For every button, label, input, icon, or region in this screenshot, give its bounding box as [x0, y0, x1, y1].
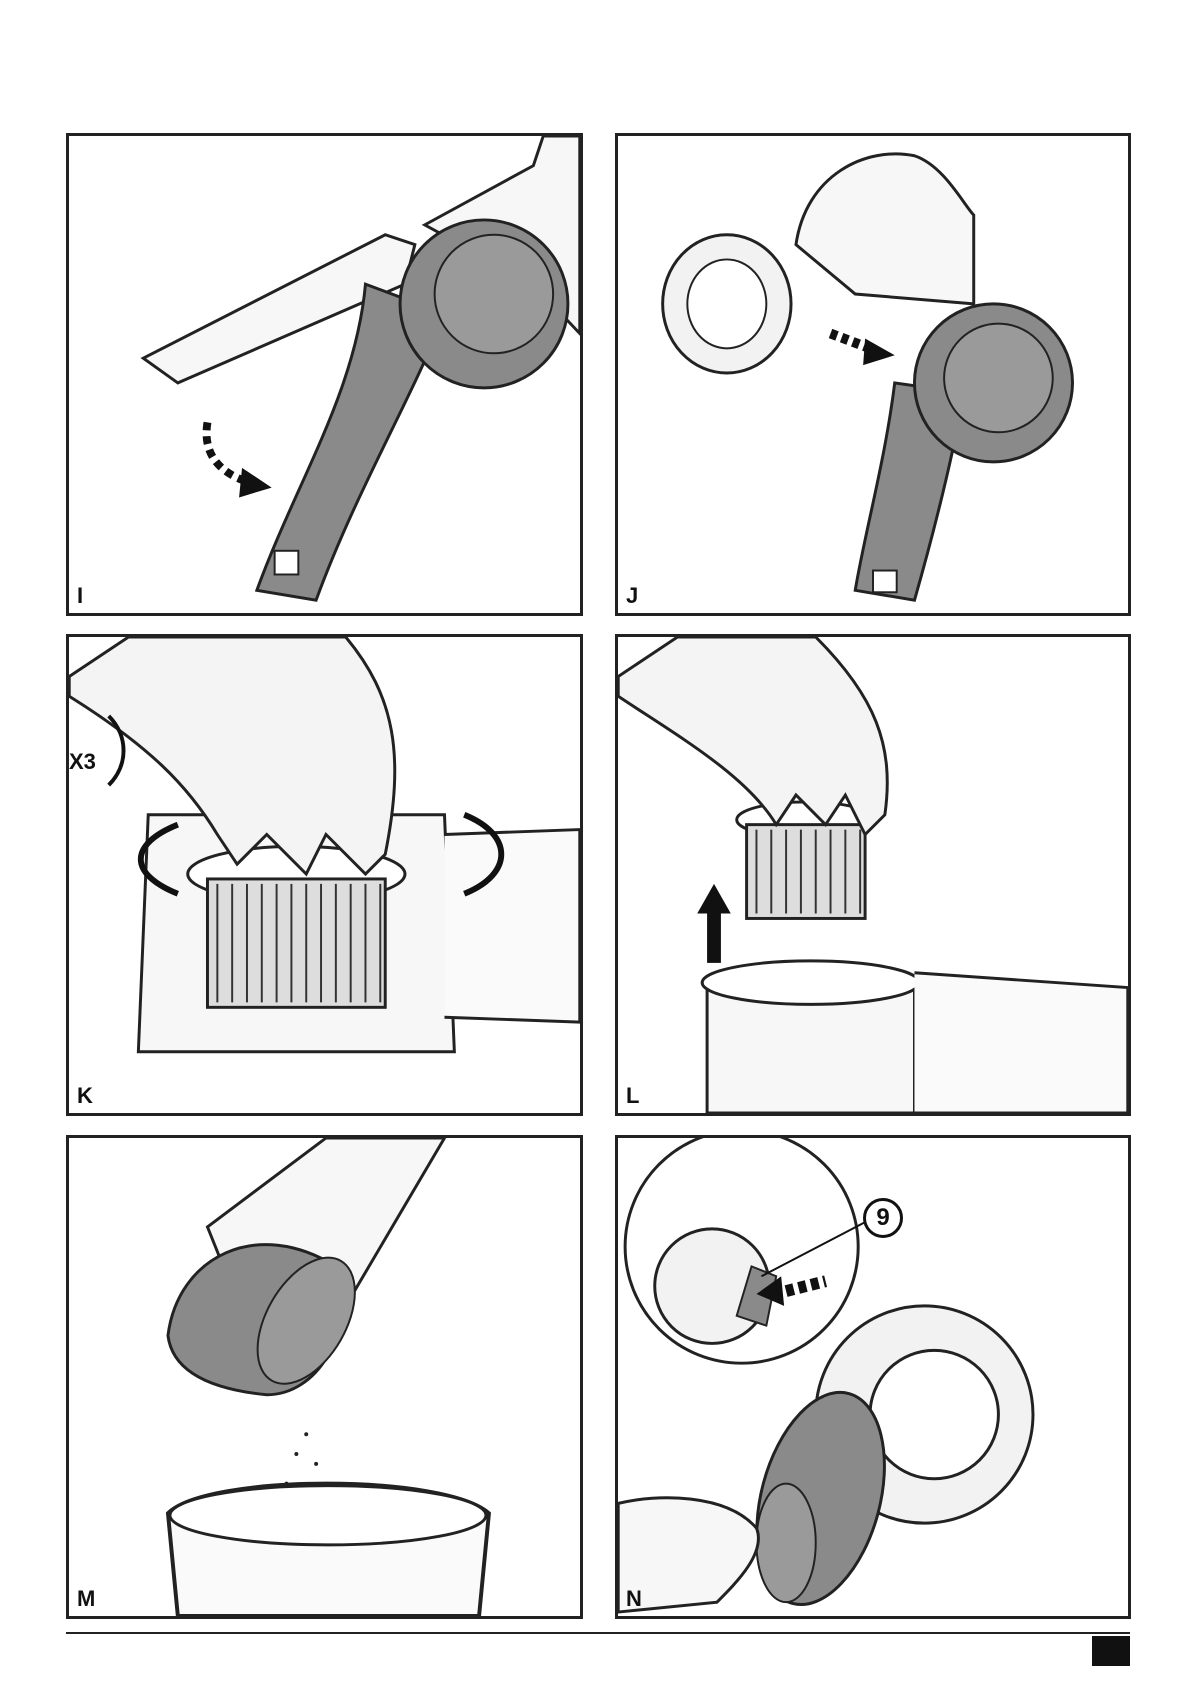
illustration-bowl-removal	[618, 136, 1128, 613]
panel-label: I	[77, 583, 83, 609]
callout-number: 9	[863, 1198, 903, 1238]
repeat-count: X3	[69, 749, 96, 775]
panel-label: K	[77, 1083, 93, 1109]
page-marker	[1092, 1636, 1130, 1666]
panel-m: M	[66, 1135, 583, 1619]
illustration-filter-lift	[618, 637, 1128, 1113]
footer-rule	[66, 1632, 1130, 1634]
panel-k: X3 K	[66, 634, 583, 1116]
panel-j: J	[615, 133, 1131, 616]
panel-i: I	[66, 133, 583, 616]
illustration-empty-bowl	[69, 1138, 580, 1616]
illustration-battery-release	[69, 136, 580, 613]
panel-label: L	[626, 1083, 639, 1109]
panel-l: L	[615, 634, 1131, 1116]
panel-label: N	[626, 1586, 642, 1612]
panel-n: 9 N	[615, 1135, 1131, 1619]
panel-label: M	[77, 1586, 95, 1612]
panel-label: J	[626, 583, 638, 609]
illustration-filter-rotate	[69, 637, 580, 1113]
